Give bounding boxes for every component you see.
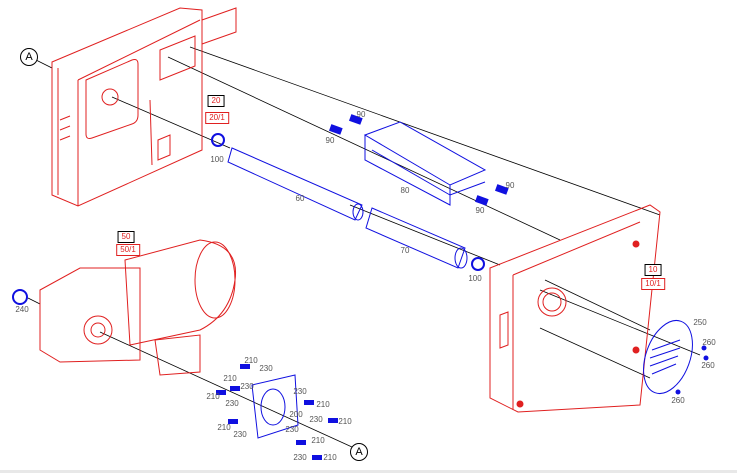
assembly-label-20-1[interactable]: 20/1 bbox=[205, 112, 229, 124]
part-label-90[interactable]: 90 bbox=[475, 206, 485, 215]
part-label-210[interactable]: 210 bbox=[323, 453, 337, 462]
left-plate-20 bbox=[51, 7, 237, 207]
part-label-90[interactable]: 90 bbox=[325, 136, 335, 145]
part-label-70[interactable]: 70 bbox=[400, 246, 410, 255]
cover-250 bbox=[643, 320, 693, 394]
flange-200 bbox=[251, 374, 299, 439]
right-plate-10 bbox=[489, 204, 661, 413]
part-label-230[interactable]: 230 bbox=[259, 364, 273, 373]
part-label-250[interactable]: 250 bbox=[693, 318, 707, 327]
part-label-200[interactable]: 200 bbox=[289, 410, 303, 419]
part-label-240[interactable]: 240 bbox=[15, 305, 29, 314]
part-label-60[interactable]: 60 bbox=[295, 194, 305, 203]
part-label-90[interactable]: 90 bbox=[356, 110, 366, 119]
assembly-label-10[interactable]: 10 bbox=[644, 264, 662, 276]
part-label-230[interactable]: 230 bbox=[285, 425, 299, 434]
assembly-label-20[interactable]: 20 bbox=[207, 95, 225, 107]
part-label-230[interactable]: 230 bbox=[293, 453, 307, 462]
screws bbox=[216, 114, 709, 460]
assembly-label-50-1[interactable]: 50/1 bbox=[116, 244, 140, 256]
part-label-230[interactable]: 230 bbox=[240, 382, 254, 391]
gear-motor-50 bbox=[39, 239, 237, 376]
reference-marker-a-top: A bbox=[20, 48, 38, 66]
part-label-80[interactable]: 80 bbox=[400, 186, 410, 195]
leader-lines bbox=[27, 46, 701, 448]
bottom-edge bbox=[0, 470, 737, 473]
part-label-230[interactable]: 230 bbox=[309, 415, 323, 424]
blue-components bbox=[12, 121, 693, 439]
part-label-230[interactable]: 230 bbox=[233, 430, 247, 439]
part-label-260[interactable]: 260 bbox=[702, 338, 716, 347]
part-label-210[interactable]: 210 bbox=[206, 392, 220, 401]
assembly-label-50[interactable]: 50 bbox=[117, 231, 135, 243]
part-label-210[interactable]: 210 bbox=[338, 417, 352, 426]
part-label-100[interactable]: 100 bbox=[468, 274, 482, 283]
nut-240 bbox=[12, 289, 28, 305]
reference-marker-a-bottom: A bbox=[350, 443, 368, 461]
ring-100-left bbox=[211, 133, 225, 147]
part-label-210[interactable]: 210 bbox=[244, 356, 258, 365]
part-label-230[interactable]: 230 bbox=[293, 387, 307, 396]
part-label-90[interactable]: 90 bbox=[505, 181, 515, 190]
part-label-100[interactable]: 100 bbox=[210, 155, 224, 164]
tube-70 bbox=[365, 207, 466, 269]
part-label-230[interactable]: 230 bbox=[225, 399, 239, 408]
part-label-210[interactable]: 210 bbox=[316, 400, 330, 409]
part-label-260[interactable]: 260 bbox=[701, 361, 715, 370]
part-label-210[interactable]: 210 bbox=[217, 423, 231, 432]
part-label-260[interactable]: 260 bbox=[671, 396, 685, 405]
ring-100-right bbox=[471, 257, 485, 271]
part-label-210[interactable]: 210 bbox=[223, 374, 237, 383]
profile-80 bbox=[363, 121, 487, 206]
assembly-label-10-1[interactable]: 10/1 bbox=[641, 278, 665, 290]
shaft-60 bbox=[227, 147, 363, 221]
part-label-210[interactable]: 210 bbox=[311, 436, 325, 445]
